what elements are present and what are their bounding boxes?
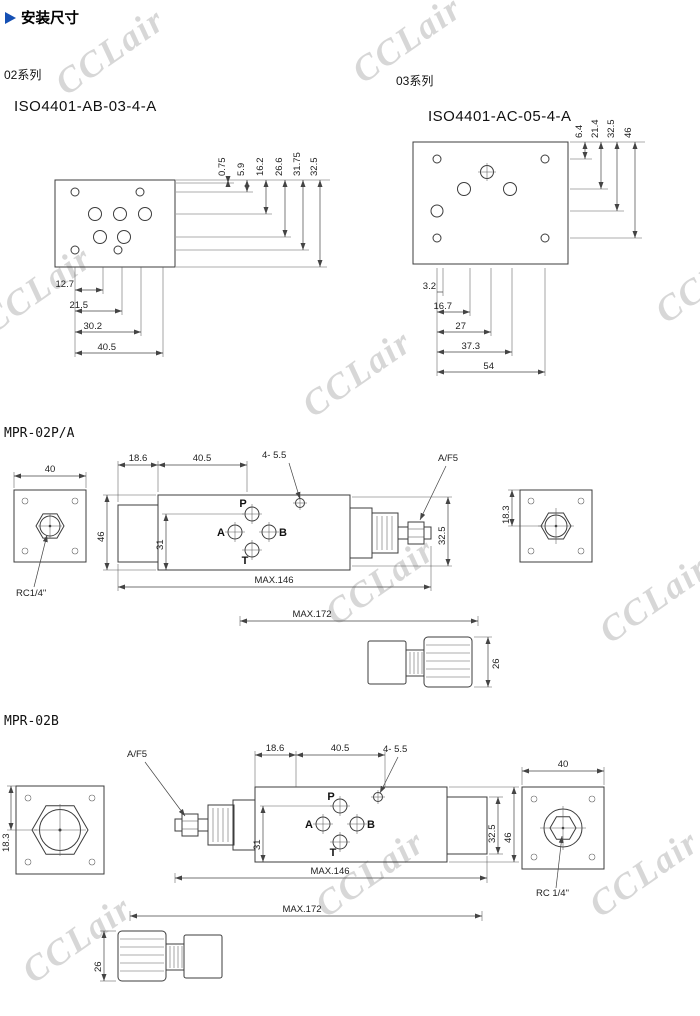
port-label-b: B [367,819,375,831]
port-thread-label: RC1/4" [16,588,46,599]
iso03-mounting-pattern: 0.75 5.9 16.2 26.6 31.75 32.5 12.7 21.5 [54,152,330,357]
adjust-knob [423,636,473,688]
end-view-left: 18.3 [1,785,105,875]
horizontal-dims-03: 3.2 16.7 27 37.3 54 [423,268,546,376]
holes-note: 4- 5.5 [383,744,407,755]
dim-label: 31 [155,539,166,550]
port-label-a: A [305,819,313,831]
adjust-knob [117,930,167,982]
hex-plug [35,513,65,539]
dim-label: 18.3 [1,834,12,853]
port-label-t: T [330,847,337,859]
dim-label: 40 [558,759,569,770]
series02-label: 02系列 [4,68,42,82]
ports: P A B T [305,791,375,859]
end-view-left: 40 RC1/4" [13,464,87,599]
dim-label: 21.4 [590,120,601,139]
series03-title: ISO4401-AC-05-4-A [428,108,572,125]
mpr02pa-label: MPR-02P/A [4,426,75,441]
adjuster [174,799,256,851]
mpr02b-label: MPR-02B [4,714,59,729]
dim-label: 37.3 [462,341,481,352]
mpr02b-drawing: 18.3 A/F5 P [1,743,605,982]
port-label-p: P [327,791,334,803]
dim-label: 32.5 [487,825,498,844]
dim-label: 32.5 [309,158,320,177]
port-thread-label: RC 1/4" [536,888,569,899]
dim-label: 30.2 [84,321,103,332]
page-title: 安装尺寸 [21,11,79,27]
dim-label: 3.2 [423,281,436,292]
knob-detail: MAX.172 26 [239,609,502,688]
iso05-mounting-pattern: 6.4 21.4 32.5 46 3.2 16.7 27 37 [412,120,645,376]
dim-label: 40 [45,464,56,475]
dim-label: 18.6 [266,743,285,754]
dim-label: 32.5 [606,120,617,139]
end-view-right: 40 RC 1/4" [521,759,605,899]
mpr02pa-drawing: 40 RC1/4" P [13,450,593,688]
dim-label: 40.5 [331,743,350,754]
series03-label: 03系列 [396,74,434,88]
dim-label: 26 [491,658,502,669]
knob-detail: MAX.172 26 [93,904,483,982]
valve-side-view: A/F5 P A B T [127,743,519,883]
port-label-p: P [239,498,246,510]
ports: P A B T [217,498,287,567]
adjuster [349,507,432,559]
dim-label: 54 [483,361,494,372]
horizontal-dims-02: 12.7 21.5 30.2 40.5 [56,267,164,357]
dim-label: MAX.172 [292,609,331,620]
dim-label: 26.6 [274,158,285,177]
series02-title: ISO4401-AB-03-4-A [14,98,157,115]
port-holes-03 [430,163,517,218]
left-block [117,504,159,563]
right-block [446,796,488,855]
dim-label: 26 [93,961,104,972]
dim-label: 40.5 [193,453,212,464]
page-header: 安装尺寸 [5,7,79,28]
bolt-holes-02 [70,187,145,255]
hex-nut [407,521,425,545]
wrench-label: A/F5 [127,749,147,760]
dim-label: 31.75 [292,152,303,176]
dim-label: 16.7 [434,301,453,312]
bolt-holes-03 [432,154,550,243]
dim-label: 27 [455,321,466,332]
dim-label: 46 [503,832,514,843]
dim-label: MAX.146 [254,575,293,586]
dim-label: MAX.172 [282,904,321,915]
dim-label: 6.4 [574,125,585,138]
port-label-a: A [217,527,225,539]
dim-label: MAX.146 [310,866,349,877]
end-view-right: 18.3 [501,489,593,563]
hex-nut [181,813,199,837]
mounting-face-03 [412,141,569,265]
wrench-label: A/F5 [438,453,458,464]
mounting-face-02 [54,179,176,268]
header-flag-icon [5,11,16,24]
dim-label: 40.5 [98,342,117,353]
mounting-patterns-drawing: 0.75 5.9 16.2 26.6 31.75 32.5 12.7 21.5 [54,120,645,376]
port-label-t: T [242,555,249,567]
dim-label: 32.5 [437,527,448,546]
dim-label: 46 [623,127,634,138]
valve-body [254,786,448,863]
dim-label: 12.7 [56,279,75,290]
valve-side-view: P A B T 4- 5.5 18.6 40.5 A/F5 46 [96,450,458,591]
dim-label: 18.6 [129,453,148,464]
dim-label: 18.3 [501,506,512,525]
holes-note: 4- 5.5 [262,450,286,461]
vertical-dims-03: 6.4 21.4 32.5 46 [570,120,645,239]
vertical-dims-02: 0.75 5.9 16.2 26.6 31.75 32.5 [176,152,330,268]
dim-label: 5.9 [236,163,247,176]
dim-label: 0.75 [217,158,228,177]
dim-label: 21.5 [70,300,89,311]
port-label-b: B [279,527,287,539]
dim-label: 46 [96,531,107,542]
dim-label: 16.2 [255,158,266,177]
dim-label: 31 [252,839,263,850]
valve-body [157,494,351,571]
port-holes-02 [88,207,152,244]
